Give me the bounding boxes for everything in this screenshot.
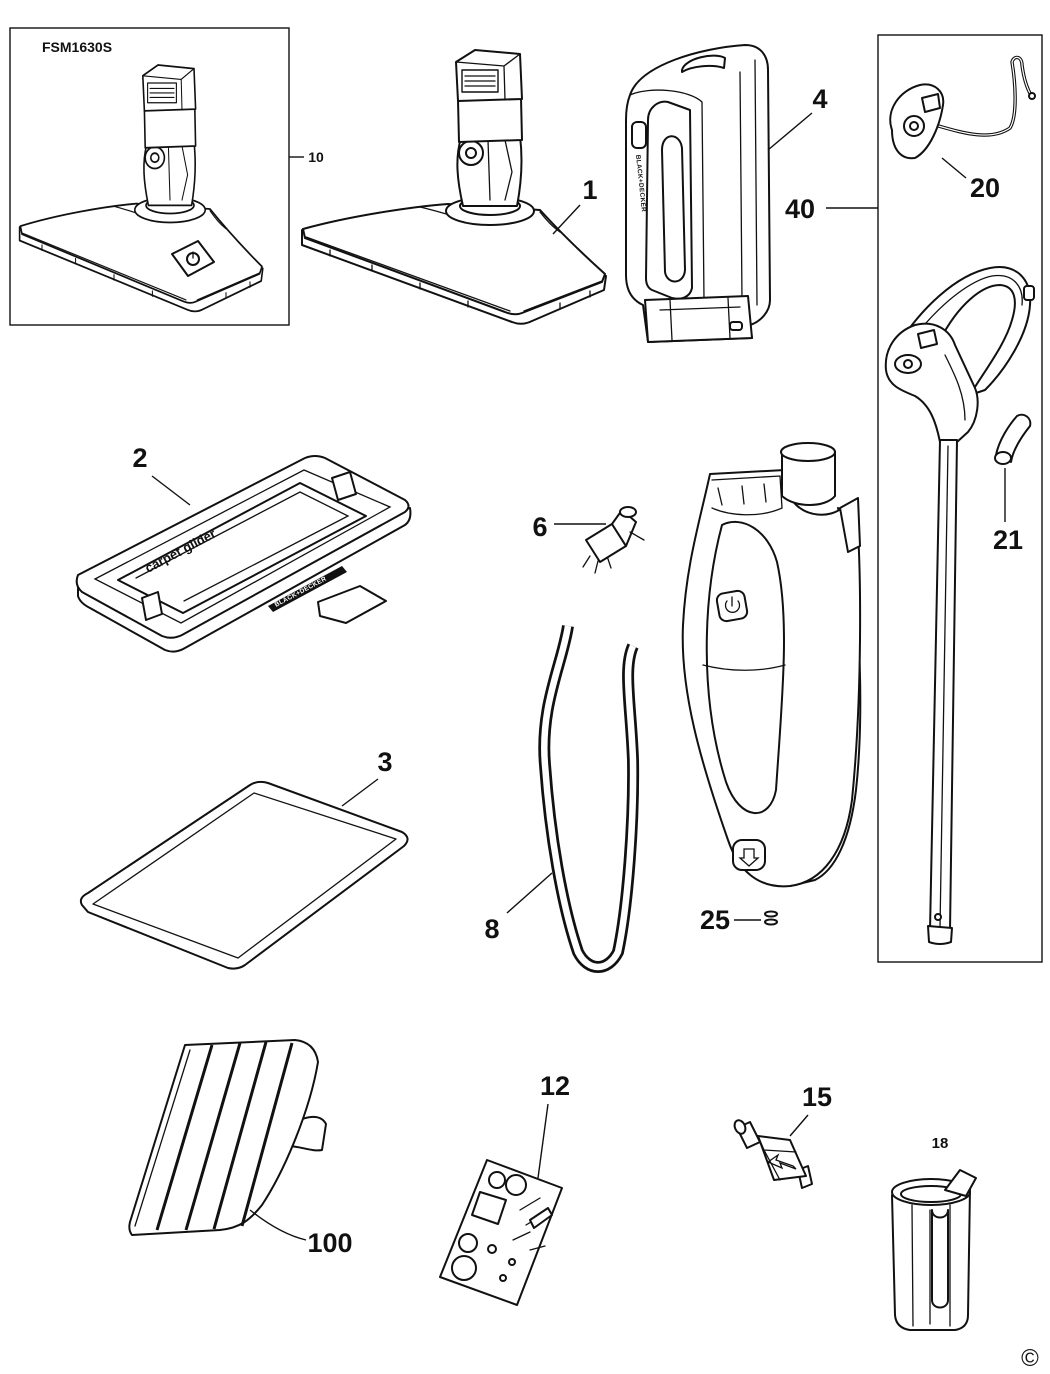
callout-label: 1 [582, 175, 597, 205]
circuit-board [439, 1159, 563, 1306]
copyright-mark: © [1021, 1345, 1039, 1372]
callout-label: 10 [308, 149, 324, 165]
leader-3 [341, 778, 379, 807]
grip-sleeve [994, 413, 1032, 465]
reservoir [891, 1169, 977, 1331]
callout-label: 100 [307, 1228, 352, 1258]
leader-15 [789, 1114, 809, 1137]
callout-label: 15 [802, 1082, 832, 1112]
carpet-glider: BLACK+DECKER carpet glider [75, 455, 412, 653]
callout-label: 25 [700, 905, 730, 935]
mop-head-assembly [18, 64, 264, 313]
leader-100 [249, 1209, 307, 1241]
handle-body [681, 442, 862, 888]
leader-2 [151, 475, 191, 506]
callout-label: 4 [812, 84, 827, 114]
callout-label: 21 [993, 525, 1023, 555]
leader-4 [767, 112, 813, 151]
leader-1 [552, 204, 581, 235]
small-springs [764, 910, 778, 926]
model-box [9, 27, 290, 326]
callout-label: 20 [970, 173, 1000, 203]
cloth-pad [79, 780, 409, 970]
micro-switch [582, 506, 645, 574]
mop-head [301, 49, 607, 325]
leader-12 [537, 1103, 549, 1179]
model-label: FSM1630S [42, 39, 112, 55]
mop-head-button [171, 240, 215, 277]
microfibre-pad [128, 1039, 327, 1236]
leader-8 [506, 872, 553, 914]
water-tank: BLACK+DECKER [625, 44, 771, 343]
leader-20 [941, 157, 967, 179]
callout-label: 6 [532, 512, 547, 542]
callout-label: 40 [785, 194, 815, 224]
seal-strip [538, 625, 640, 973]
callout-label: 3 [377, 747, 392, 777]
check-valve [733, 1119, 813, 1189]
switch-with-wire [889, 55, 1036, 160]
handle-assembly [884, 266, 1035, 945]
callout-label: 8 [484, 914, 499, 944]
callout-label: 12 [540, 1071, 570, 1101]
callout-label: 2 [132, 443, 147, 473]
assembly-box-40 [877, 34, 1043, 963]
callout-label: 18 [932, 1135, 949, 1152]
